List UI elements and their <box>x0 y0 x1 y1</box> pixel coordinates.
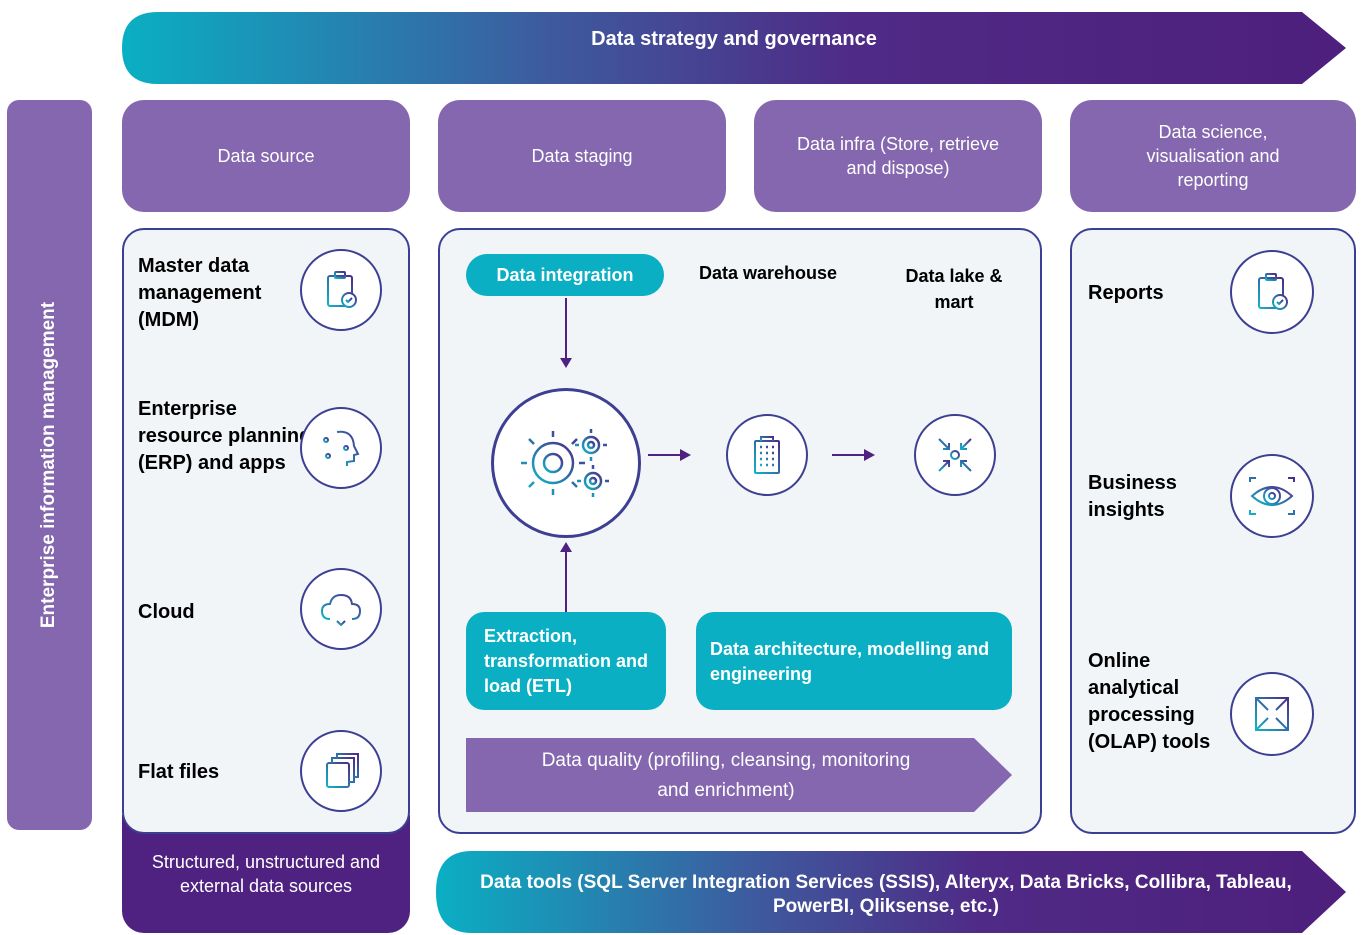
source-footer: Structured, unstructured and external da… <box>122 815 410 933</box>
data-warehouse-label: Data warehouse <box>698 263 838 283</box>
converge-icon <box>914 414 996 496</box>
side-banner-label: Enterprise information management <box>38 301 59 629</box>
reports-label: Reports <box>1088 282 1164 304</box>
source-footer-label: Structured, unstructured and external da… <box>151 852 381 896</box>
data-lake-label: Data lake & mart <box>905 266 1003 312</box>
top-banner: Data strategy and governance <box>122 12 1346 84</box>
header-data-infra: Data infra (Store, retrieve and dispose) <box>754 100 1042 212</box>
tools-banner-label: Data tools (SQL Server Integration Servi… <box>480 872 1292 917</box>
insights-label: Business insights <box>1088 472 1177 521</box>
top-banner-label: Data strategy and governance <box>591 27 877 50</box>
cube-icon <box>1230 672 1314 756</box>
arrow-right-1 <box>648 448 692 462</box>
etl-label: Extraction, transformation and load (ETL… <box>484 626 649 696</box>
gears-icon <box>491 388 641 538</box>
files-icon <box>300 730 382 812</box>
data-quality-banner: Data quality (profiling, cleansing, moni… <box>466 738 1012 812</box>
data-source-panel <box>122 228 410 834</box>
mdm-icon <box>300 249 382 331</box>
building-icon <box>726 414 808 496</box>
cloud-download-icon <box>300 568 382 650</box>
data-integration-pill: Data integration <box>466 254 664 296</box>
data-quality-label: Data quality (profiling, cleansing, moni… <box>541 750 911 801</box>
arrow-right-2 <box>832 448 876 462</box>
ai-head-icon <box>300 407 382 489</box>
flat-files-label: Flat files <box>138 761 220 783</box>
header-data-source: Data source <box>122 100 410 212</box>
report-icon <box>1230 250 1314 334</box>
arrow-down <box>558 298 574 370</box>
olap-label: Online analytical processing (OLAP) tool… <box>1088 650 1211 753</box>
erp-label: Enterprise resource planning (ERP) and a… <box>138 398 312 474</box>
header-data-staging: Data staging <box>438 100 726 212</box>
cloud-label: Cloud <box>138 601 195 623</box>
etl-box: Extraction, transformation and load (ETL… <box>466 612 666 710</box>
tools-banner: Data tools (SQL Server Integration Servi… <box>436 851 1346 933</box>
header-data-science: Data science, visualisation and reportin… <box>1070 100 1356 212</box>
architecture-label: Data architecture, modelling and enginee… <box>710 639 990 684</box>
side-banner: Enterprise information management <box>7 100 92 830</box>
architecture-box: Data architecture, modelling and enginee… <box>696 612 1012 710</box>
mdm-label: Master data management (MDM) <box>138 255 262 331</box>
eye-icon <box>1230 454 1314 538</box>
arrow-up <box>558 540 574 614</box>
